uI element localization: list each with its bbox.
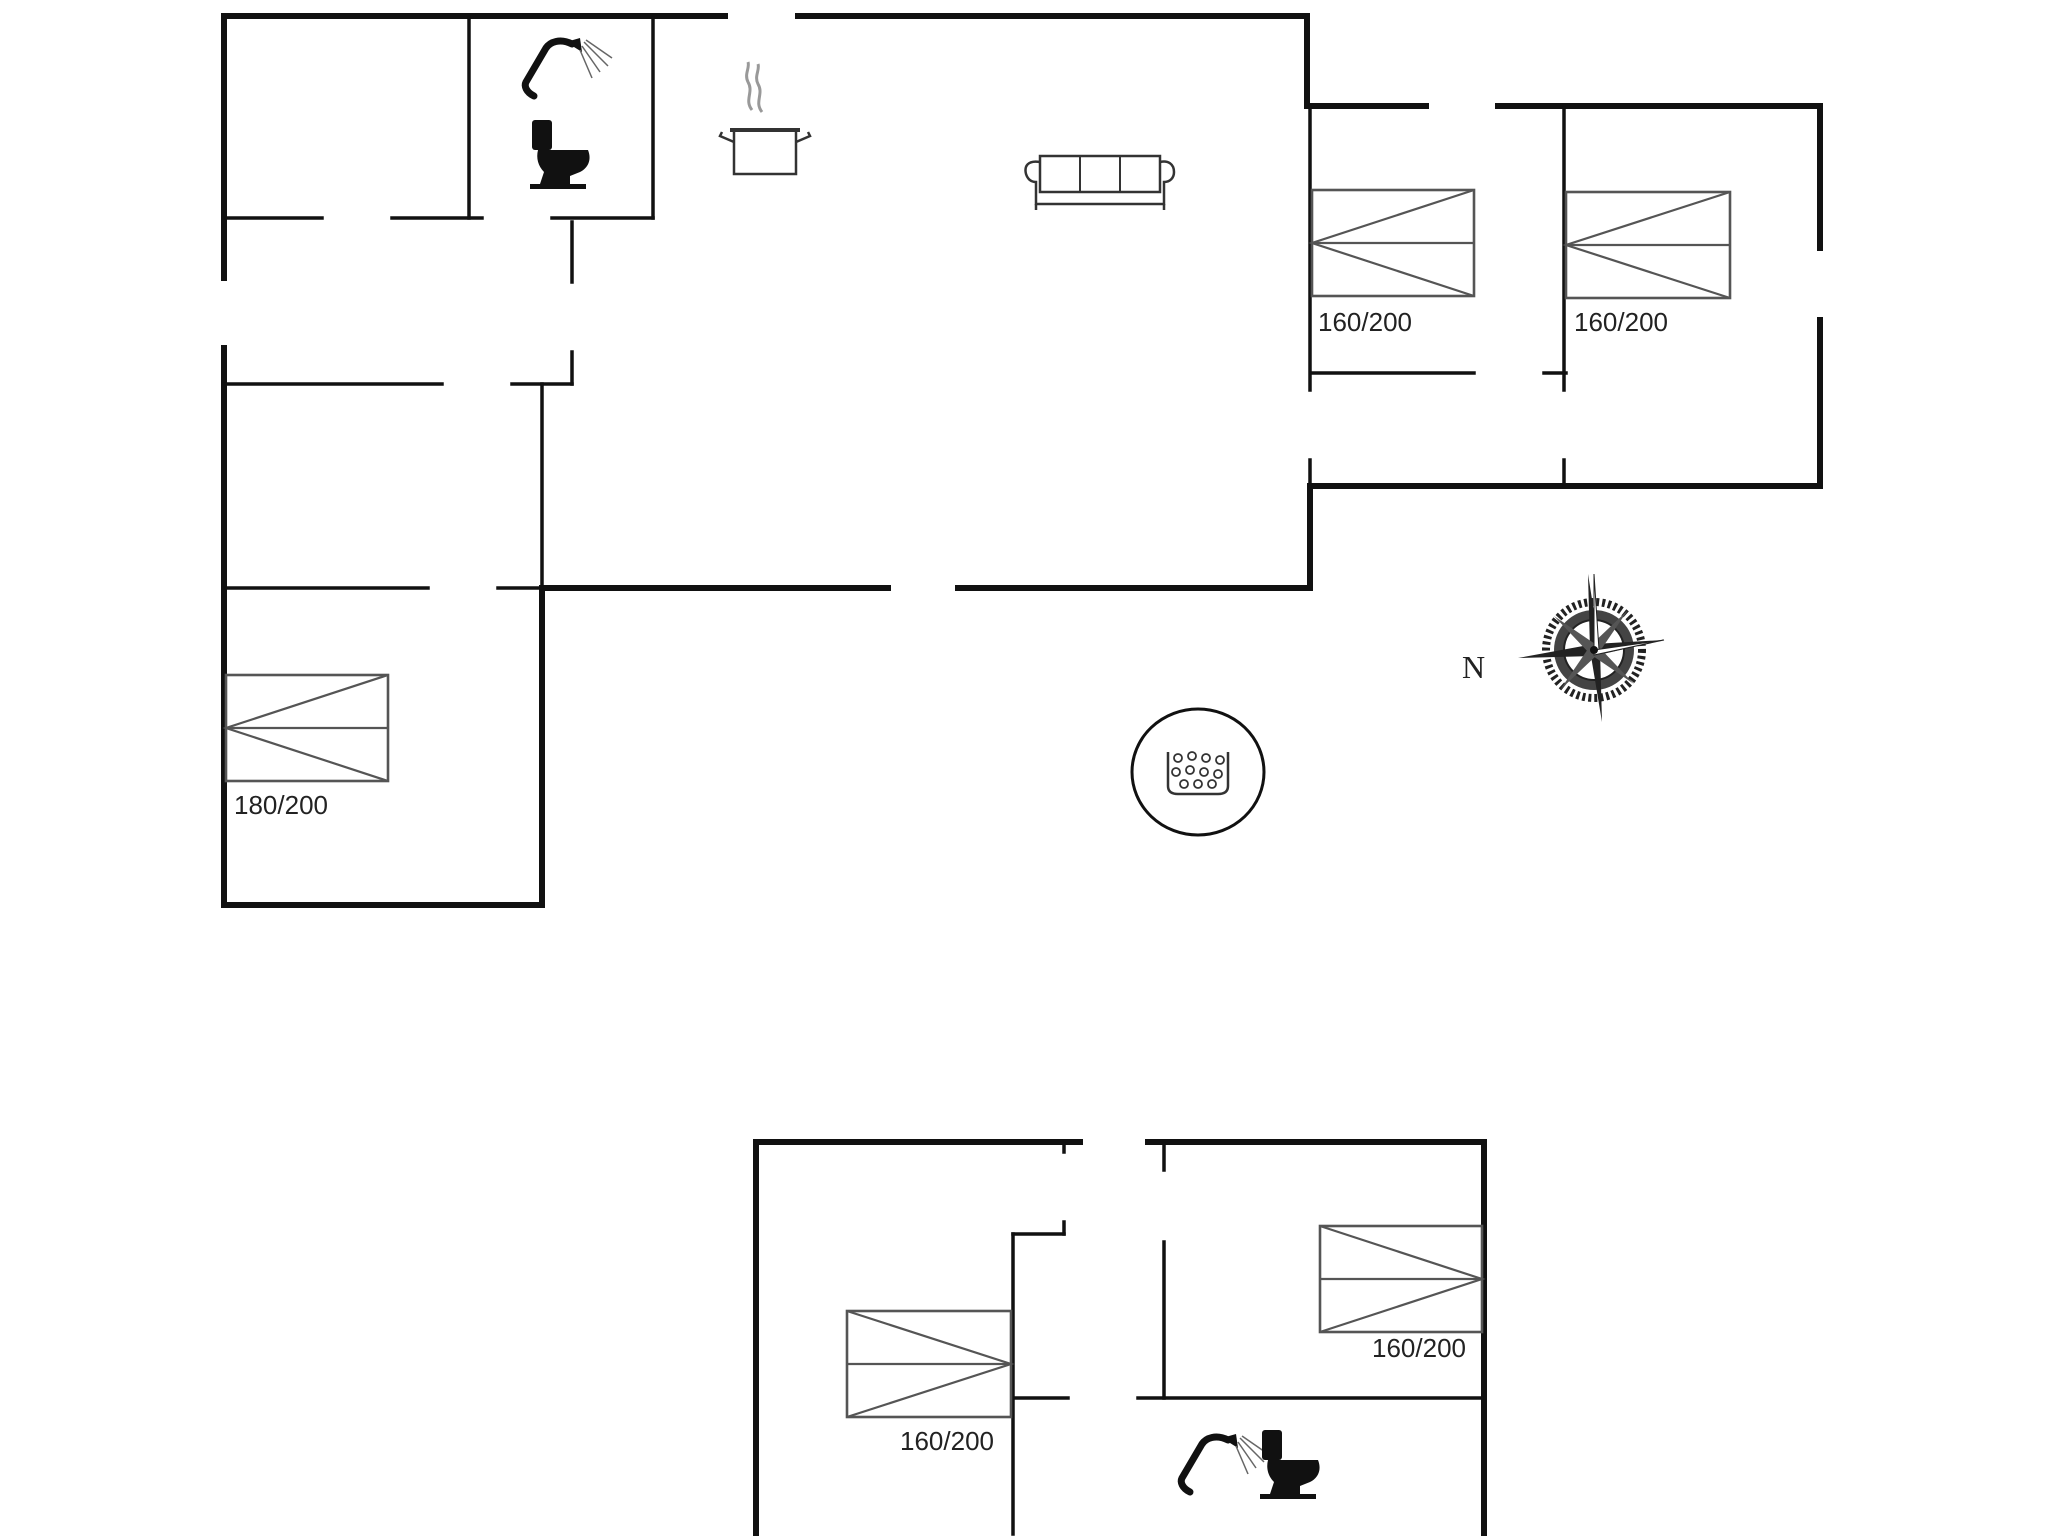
upper-floor-outer-walls (753, 1139, 1487, 1536)
upper-floor-interior-walls (1011, 1142, 1484, 1536)
bed-4: 160/200 (845, 1309, 1015, 1456)
bed-3: 180/200 (222, 673, 390, 820)
ground-floor: 160/200 160/200 180/200 (221, 13, 1823, 908)
bed-5: 160/200 (1318, 1224, 1486, 1363)
shower-icon (521, 37, 613, 100)
upper-floor: 160/200 160/200 (753, 1139, 1487, 1536)
ground-floor-interior-walls (224, 16, 1568, 590)
bed-2: 160/200 (1562, 190, 1732, 337)
toilet-icon (530, 120, 590, 189)
bed-size-label: 160/200 (900, 1426, 994, 1456)
compass-rose-icon (1518, 573, 1665, 722)
sofa-icon (1024, 154, 1176, 210)
bed-size-label: 180/200 (234, 790, 328, 820)
bed-size-label: 160/200 (1318, 307, 1412, 337)
cooking-pot-icon (718, 61, 812, 176)
ground-floor-outer-walls (221, 13, 1823, 908)
hot-tub-icon (1130, 707, 1266, 837)
bed-1: 160/200 (1308, 188, 1476, 337)
bed-size-label: 160/200 (1574, 307, 1668, 337)
toilet-icon (1260, 1430, 1320, 1499)
shower-icon (1177, 1433, 1269, 1496)
north-label: N (1462, 649, 1485, 685)
bed-size-label: 160/200 (1372, 1333, 1466, 1363)
